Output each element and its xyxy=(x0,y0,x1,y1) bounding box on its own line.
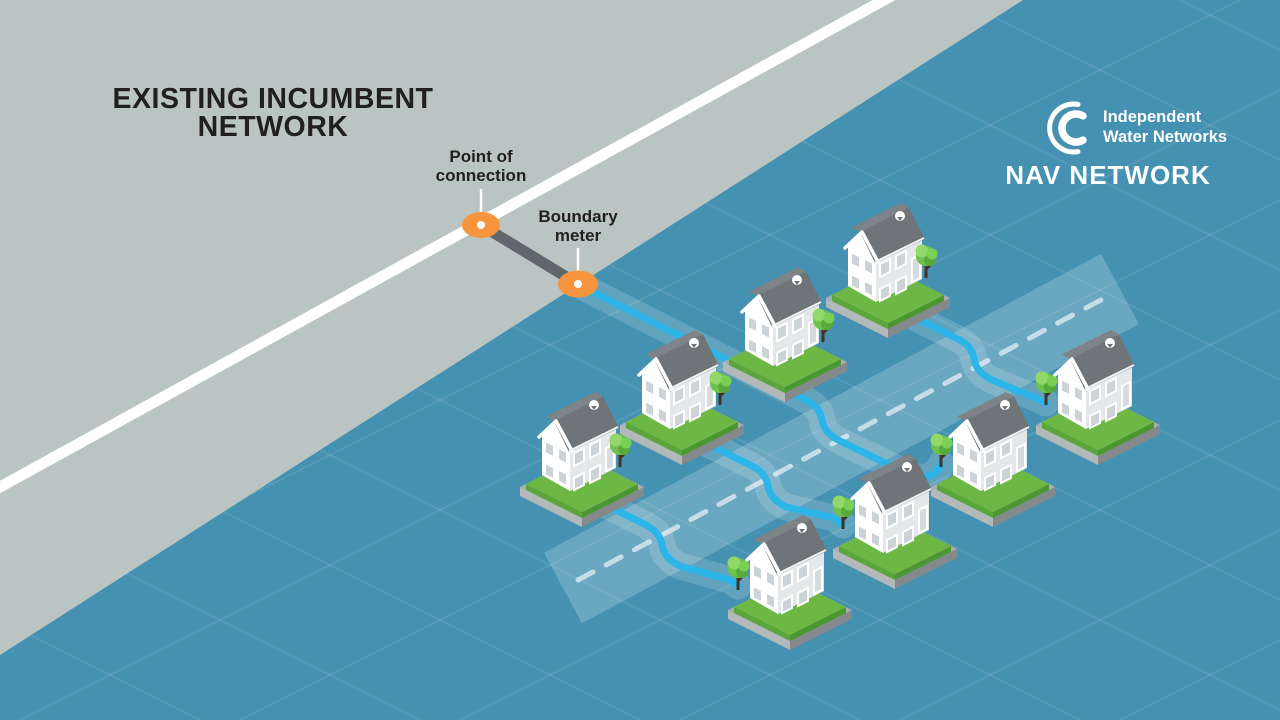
road-centerline xyxy=(575,291,1115,583)
incumbent-title-line1: EXISTING INCUMBENT xyxy=(113,83,434,115)
grid-line xyxy=(17,88,1280,720)
incumbent-area xyxy=(0,0,1023,655)
meter-label-line1: Boundary xyxy=(538,207,618,226)
nav-network-title: NAV NETWORK xyxy=(1005,160,1211,190)
grid-line xyxy=(957,0,1280,162)
logo-text-line2: Water Networks xyxy=(1103,128,1227,146)
poc-label-line2: connection xyxy=(436,166,527,185)
grid-line xyxy=(0,508,423,720)
incumbent-title-line2: NETWORK xyxy=(198,111,349,143)
pipe-branch-middle xyxy=(698,437,847,529)
water-pipes xyxy=(581,284,1050,590)
boundary-connector-pipe xyxy=(478,220,581,289)
connection-node-icon xyxy=(462,212,500,238)
incumbent-water-main xyxy=(0,0,907,503)
pipe-branch-south xyxy=(598,499,742,590)
poc-label-line1: Point of xyxy=(449,147,513,166)
pipe-branch-east xyxy=(904,310,1050,407)
pipe-meter-to-estate xyxy=(581,284,945,481)
brand-logo: Independent Water Networks NAV NETWORK xyxy=(1005,101,1227,190)
meter-label-line2: meter xyxy=(555,226,602,245)
meter-node-icon xyxy=(558,270,598,298)
connection-assets xyxy=(462,188,598,298)
grid-line xyxy=(897,528,1280,720)
grid-line xyxy=(677,418,1280,720)
grid-line xyxy=(0,618,203,720)
pipe-network xyxy=(571,274,1060,600)
logo-text-line1: Independent xyxy=(1103,108,1202,126)
water-swirl-icon xyxy=(1047,101,1087,155)
grid-line xyxy=(737,0,1280,272)
